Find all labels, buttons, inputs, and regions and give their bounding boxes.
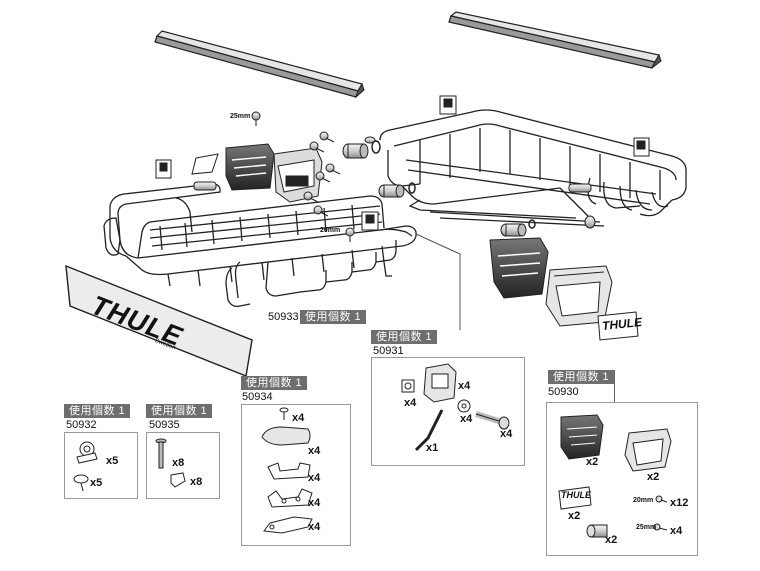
clamp-bracket-icon <box>267 488 313 508</box>
end-cap-front-black <box>489 237 549 299</box>
crossbar-right <box>448 11 662 69</box>
kit-50931-qty-bolt: x4 <box>500 428 513 440</box>
bolt-icon <box>475 411 510 430</box>
bracket-upper-right <box>361 95 650 231</box>
qty-tag-50931: 使用個数 1 <box>371 330 438 344</box>
kit-box-50930 <box>546 402 698 556</box>
part-number-50932: 50932 <box>66 419 97 431</box>
qty-tag-50935: 使用個数 1 <box>146 404 213 418</box>
kit-50931-qty-clamp: x4 <box>458 380 471 392</box>
kit-50934-qty-screw: x4 <box>292 412 305 424</box>
kit-50935-qty-nut: x8 <box>190 476 203 488</box>
end-cap-front-grey <box>545 265 613 327</box>
bolt-20mm-icon <box>655 495 668 503</box>
tube-connectors-upper <box>342 136 416 198</box>
kit-50930-qty-end1: x2 <box>586 456 599 468</box>
kit-50935-qty-bolt: x8 <box>172 457 185 469</box>
kit-50931-qty-nut: x4 <box>404 397 417 409</box>
thule-badge-small <box>597 311 639 341</box>
qty-tag-50930: 使用個数 1 <box>548 370 615 384</box>
part-number-50930: 50930 <box>548 386 579 398</box>
kit-50932-qty-screw: x5 <box>90 477 103 489</box>
kit-50930-qty-end2: x2 <box>647 471 660 483</box>
kit-box-50932 <box>64 432 138 499</box>
screw-icon <box>73 474 89 492</box>
saddle-bracket-icon <box>267 462 311 480</box>
part-number-50935: 50935 <box>149 419 180 431</box>
kit-50935-parts <box>155 438 186 488</box>
rear-basket-tube-end <box>568 183 592 193</box>
cable-clamp-icon <box>76 441 98 464</box>
crossbar-left <box>154 30 365 99</box>
basket-front-half <box>103 183 417 308</box>
basket-rear-half <box>379 109 687 227</box>
bolt-size-20mm-top: 20mm <box>320 227 341 234</box>
front-basket-tube-end <box>193 181 217 191</box>
washer-icon <box>457 399 471 413</box>
thule-plate-icon <box>558 486 592 510</box>
kit-50930-parts <box>558 414 672 538</box>
mount-clamp-icon <box>423 363 457 403</box>
kit-50932-parts <box>73 441 98 492</box>
hex-key-icon <box>414 409 444 452</box>
kit-50930-plate-logo: THULE <box>561 490 591 500</box>
kit-box-50935 <box>146 432 220 499</box>
kit-50934-qty-strap: x4 <box>308 521 321 533</box>
clamp-assembly <box>273 147 323 203</box>
kit-50930-qty-plate: x2 <box>568 510 581 522</box>
leader-line-50930 <box>614 370 615 402</box>
qty-tag-50933: 使用個数 1 <box>300 310 367 324</box>
kit-50934-qty-saddle: x4 <box>308 472 321 484</box>
tube-connectors-lower <box>500 215 596 237</box>
nut-icon <box>170 472 186 488</box>
kit-50930-size-25mm: 25mm <box>636 524 657 531</box>
qty-tag-50934: 使用個数 1 <box>241 376 308 390</box>
kit-50930-qty-cap: x2 <box>605 534 618 546</box>
grey-end-cap-icon <box>624 428 672 472</box>
qty-tag-50932: 使用個数 1 <box>64 404 131 418</box>
kit-50930-qty-20mm: x12 <box>670 497 689 509</box>
long-bolt-icon <box>155 438 167 469</box>
kit-50932-qty-clamp: x5 <box>106 455 119 467</box>
kit-box-50934 <box>241 404 351 546</box>
part-number-50933: 50933 <box>268 311 299 323</box>
part-number-50934: 50934 <box>242 391 273 403</box>
bolts-upper <box>251 111 355 242</box>
black-end-cap-icon <box>560 414 604 460</box>
bolt-size-25mm-top: 25mm <box>230 113 251 120</box>
part-number-50931: 50931 <box>373 345 404 357</box>
small-screw-icon <box>279 407 289 420</box>
kit-50931-parts <box>401 363 510 452</box>
kit-50931-qty-washer: x4 <box>460 413 473 425</box>
kit-box-50931 <box>371 357 525 466</box>
kit-50930-size-20mm: 20mm <box>633 497 654 504</box>
end-plate-small <box>191 153 219 175</box>
black-end-cap <box>225 143 275 191</box>
square-nut-icon <box>401 379 415 393</box>
kit-50934-parts <box>261 407 313 534</box>
kit-50934-qty-clamp: x4 <box>308 497 321 509</box>
leader-line-50931 <box>415 233 461 330</box>
kit-50931-qty-key: x1 <box>426 442 439 454</box>
bracket-upper-left <box>155 159 172 179</box>
kit-50934-qty-cap: x4 <box>308 445 321 457</box>
kit-50930-qty-25mm: x4 <box>670 525 683 537</box>
bolt-25mm-icon <box>653 523 668 531</box>
cap-tube-icon <box>586 524 608 538</box>
strap-plate-icon <box>263 516 313 534</box>
cap-cover-icon <box>261 426 311 446</box>
